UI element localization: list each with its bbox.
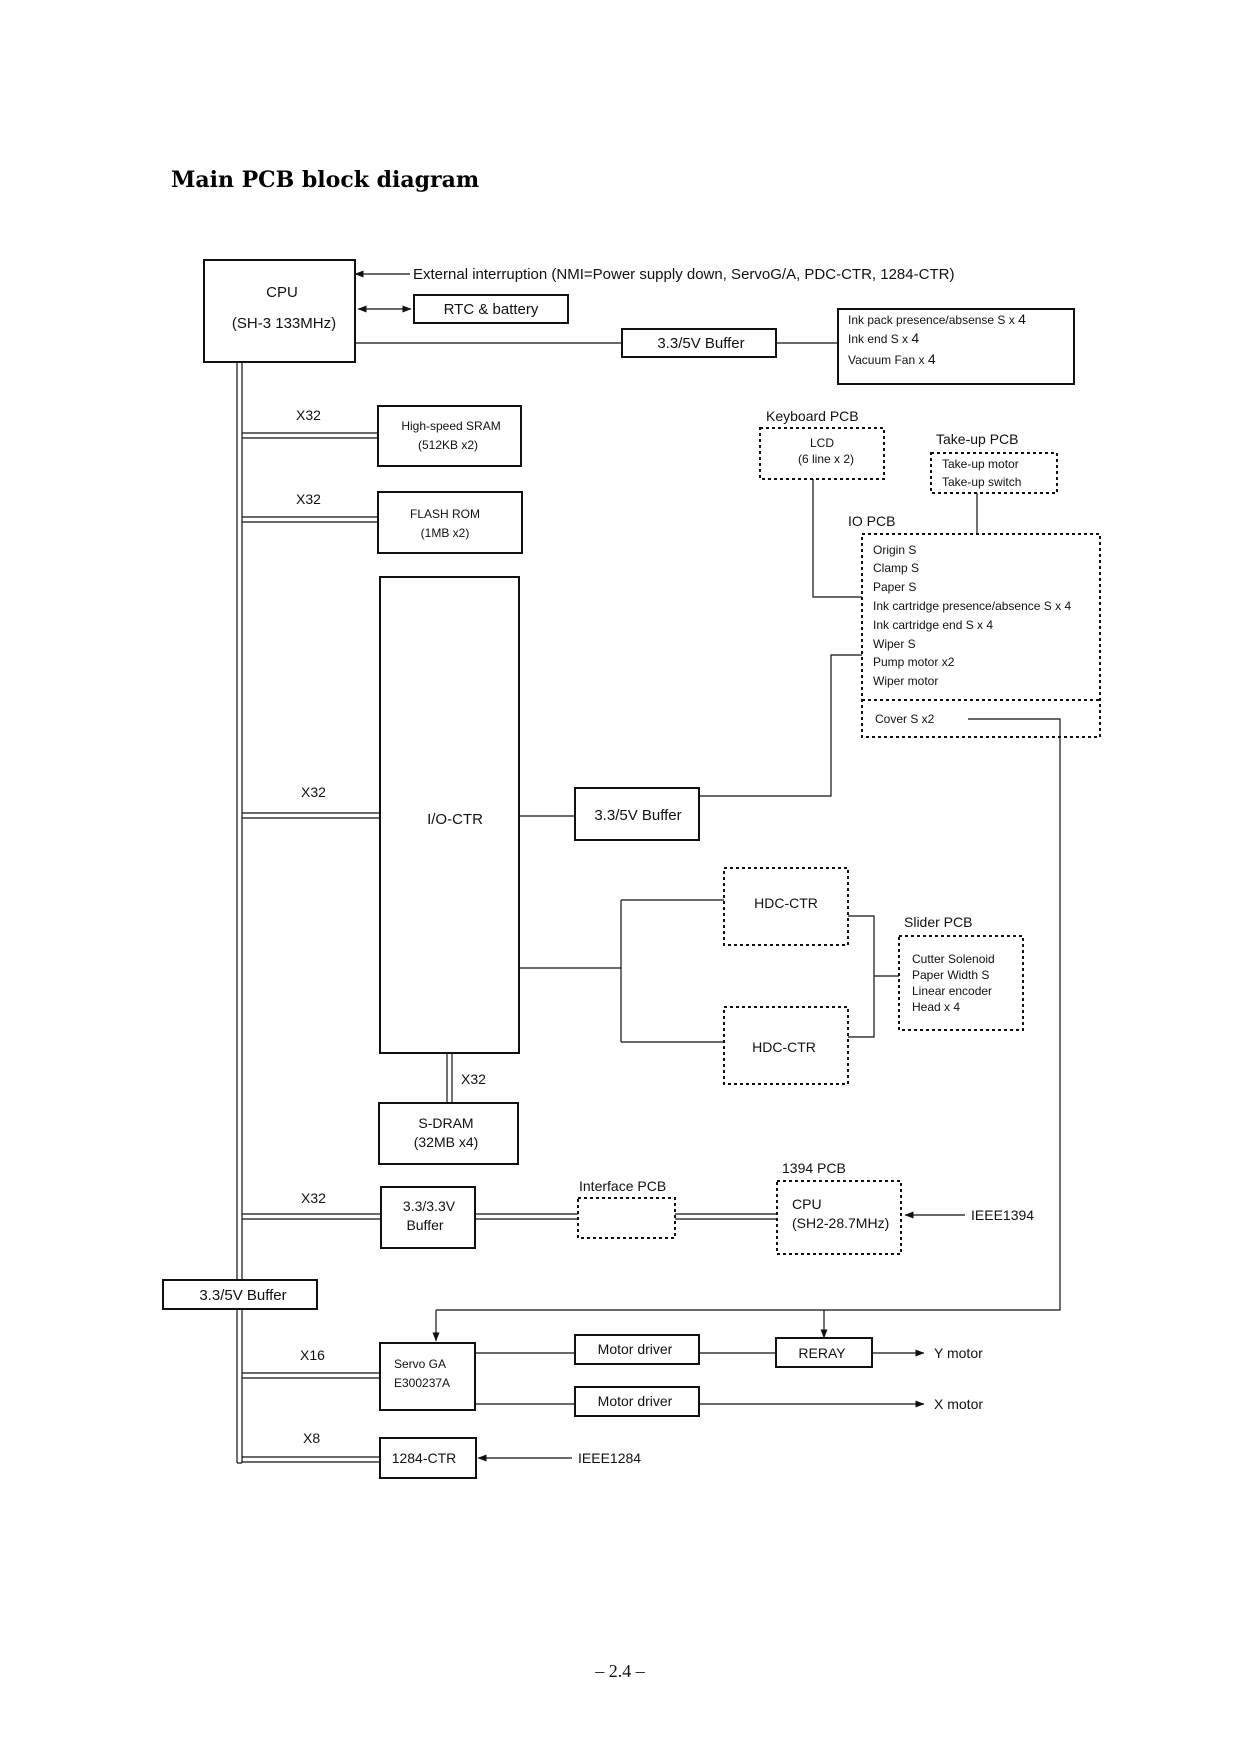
io-item-4: Ink cartridge presence/absence S x 4: [873, 599, 1071, 613]
ink-line-1-num: 4: [1018, 311, 1026, 327]
slider-item-1: Cutter Solenoid: [912, 952, 995, 966]
hdc-bottom-label: HDC-CTR: [752, 1039, 816, 1055]
cpu-model: (SH-3 133MHz): [232, 315, 336, 332]
io-item-8: Wiper motor: [873, 674, 938, 688]
reray-label: RERAY: [798, 1345, 846, 1361]
buffer-io-pcb-link: [699, 654, 862, 797]
io-item-3: Paper S: [873, 580, 916, 594]
hdc-top-label: HDC-CTR: [754, 895, 818, 911]
slider-item-2: Paper Width S: [912, 968, 989, 982]
keyboard-lcd-lines: (6 line x 2): [798, 452, 854, 466]
rtc-box: [413, 294, 569, 324]
servo-line-2: E300237A: [394, 1376, 450, 1390]
servo-line-1: Servo GA: [394, 1357, 446, 1371]
keyboard-io-link: [812, 479, 862, 598]
servo-box: [379, 1342, 476, 1411]
rtc-label: RTC & battery: [444, 301, 539, 318]
cpu-box: [203, 259, 356, 363]
reray-box: [775, 1337, 873, 1368]
io-pcb-box: [861, 533, 1101, 738]
sram-line-2: (512KB x2): [418, 438, 478, 452]
takeup-switch: Take-up switch: [942, 475, 1021, 489]
flash-bus-width: X32: [296, 491, 321, 507]
page-title: Main PCB block diagram: [171, 167, 479, 193]
ioctr-bus-width: X32: [301, 784, 326, 800]
io-item-5: Ink cartridge end S x 4: [873, 618, 993, 632]
page-number: – 2.4 –: [594, 1661, 646, 1681]
keyboard-pcb-box: [759, 427, 885, 480]
sdram-bus-width: X32: [461, 1071, 486, 1087]
keyboard-pcb-label: Keyboard PCB: [766, 408, 859, 424]
buffer33-line-2: Buffer: [406, 1217, 443, 1233]
ctr1284-box: [379, 1437, 477, 1479]
ioctr-box: [379, 576, 520, 1054]
ink-line-2: Ink end S x 4: [848, 330, 919, 346]
slider-item-4: Head x 4: [912, 1000, 960, 1014]
servo-bus-width: X16: [300, 1347, 325, 1363]
motor-driver-2-box: [574, 1386, 700, 1417]
ink-box: [837, 308, 1075, 385]
pcb1394-cpu: CPU: [792, 1196, 822, 1212]
buffer-top-label: 3.3/5V Buffer: [657, 335, 744, 352]
ieee1284-label: IEEE1284: [578, 1450, 641, 1466]
slider-pcb-box: [898, 935, 1024, 1031]
motor-driver-2-label: Motor driver: [598, 1393, 673, 1409]
pcb1394-label: 1394 PCB: [782, 1160, 846, 1176]
sram-box: [377, 405, 522, 467]
ctr1284-label: 1284-CTR: [392, 1450, 457, 1466]
takeup-pcb-box: [930, 452, 1058, 494]
pcb1394-cpu-model: (SH2-28.7MHz): [792, 1215, 889, 1231]
ink-line-2-num: 4: [911, 330, 919, 346]
slider-pcb-label: Slider PCB: [904, 914, 972, 930]
buffer33-box: [380, 1186, 476, 1249]
buffer-io-label: 3.3/5V Buffer: [594, 807, 681, 824]
cover-servo-line: [436, 718, 1061, 1311]
ink-line-3-num: 4: [928, 351, 936, 367]
sdram-line-2: (32MB x4): [414, 1134, 479, 1150]
io-item-6: Wiper S: [873, 637, 916, 651]
motor-driver-1-box: [574, 1334, 700, 1365]
hdc-slider-bracket: [848, 915, 875, 1038]
io-item-7: Pump motor x2: [873, 655, 955, 669]
takeup-motor: Take-up motor: [942, 457, 1019, 471]
buffer-left-label: 3.3/5V Buffer: [199, 1287, 286, 1304]
sram-line-1: High-speed SRAM: [401, 419, 500, 433]
interface-pcb-label: Interface PCB: [579, 1178, 666, 1194]
sdram-line-1: S-DRAM: [418, 1115, 473, 1131]
y-motor-label: Y motor: [934, 1345, 983, 1361]
ieee1394-label: IEEE1394: [971, 1207, 1034, 1223]
motor-driver-1-label: Motor driver: [598, 1341, 673, 1357]
keyboard-lcd: LCD: [810, 436, 834, 450]
buffer33-line-1: 3.3/3.3V: [403, 1198, 456, 1214]
ink-line-1: Ink pack presence/absense S x 4: [848, 311, 1026, 327]
io-item-1: Origin S: [873, 543, 916, 557]
ink-line-2-text: Ink end S x: [848, 332, 911, 346]
ink-line-1-text: Ink pack presence/absense S x: [848, 313, 1018, 327]
io-pcb-label: IO PCB: [848, 513, 895, 529]
ink-line-3-text: Vacuum Fan x: [848, 353, 928, 367]
ioctr-label: I/O-CTR: [427, 811, 483, 828]
interface-pcb-box: [577, 1197, 676, 1239]
flash-line-2: (1MB x2): [421, 526, 470, 540]
hdc-top-box: [723, 867, 849, 946]
ctr1284-bus-width: X8: [303, 1430, 320, 1446]
io-cover: Cover S x2: [875, 712, 935, 726]
buffer-left-box: [162, 1279, 318, 1310]
cpu-name: CPU: [266, 284, 298, 301]
pcb1394-box: [776, 1180, 902, 1255]
sdram-box: [378, 1102, 519, 1165]
sram-bus-width: X32: [296, 407, 321, 423]
io-item-2: Clamp S: [873, 561, 919, 575]
flash-box: [377, 491, 523, 554]
buf33-bus-width: X32: [301, 1190, 326, 1206]
takeup-pcb-label: Take-up PCB: [936, 431, 1018, 447]
slider-item-3: Linear encoder: [912, 984, 992, 998]
x-motor-label: X motor: [934, 1396, 983, 1412]
buffer-io-box: [574, 787, 700, 841]
external-interruption-label: External interruption (NMI=Power supply …: [413, 266, 954, 283]
hdc-bottom-box: [723, 1006, 849, 1085]
ink-line-3: Vacuum Fan x 4: [848, 351, 936, 367]
flash-line-1: FLASH ROM: [410, 507, 480, 521]
